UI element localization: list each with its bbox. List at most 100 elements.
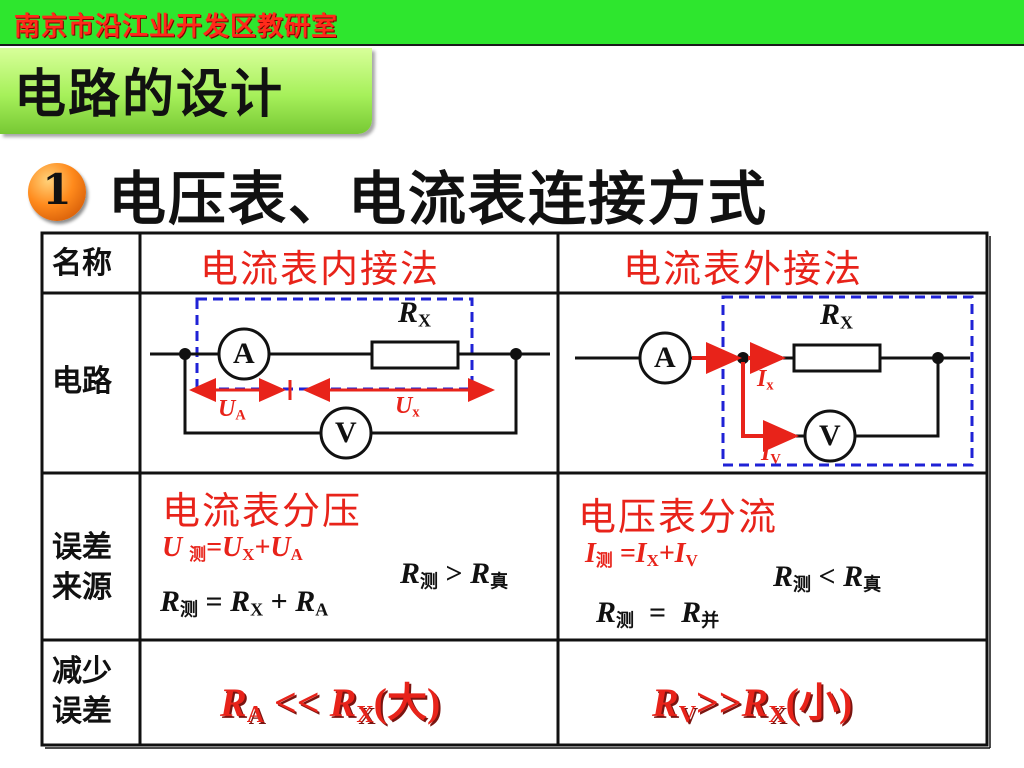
f-r-measured: 测 (180, 599, 199, 620)
o-plus: + (658, 538, 675, 569)
f-measured: 测 (189, 545, 207, 565)
inner-ammeter-label: A (233, 337, 255, 370)
outer-reduce-formula: RV>>RX(小) (652, 670, 852, 729)
outer-voltmeter-label: V (819, 419, 841, 452)
outer-iv-label: IV (761, 440, 781, 469)
or-measured: 测 (616, 610, 635, 631)
header-bar: 南京市沿江业开发区教研室 (0, 0, 1024, 44)
outer-iv-sub: V (770, 451, 781, 468)
inner-ua-label: UA (218, 396, 246, 425)
f-rx-sub: X (250, 599, 264, 620)
f-r: R (160, 585, 181, 618)
or2-note: (小) (785, 680, 853, 725)
section-title: 电压表、电流表连接方式 (108, 165, 769, 233)
inner-voltmeter (319, 406, 373, 460)
ir-r1: R (220, 680, 247, 725)
outer-resistor (792, 343, 882, 373)
oc-s1: 测 (793, 574, 812, 595)
o-ix: I (635, 538, 647, 569)
row-label-error-1: 误差 (52, 530, 112, 565)
o-iv-sub: V (685, 551, 698, 571)
c-op: > (445, 557, 463, 590)
inner-resistor-sub: X (418, 310, 432, 331)
ir-r2: R (329, 680, 357, 725)
inner-reduce-formula: RA << RX(大) (220, 670, 440, 729)
outer-ix-label: Ix (757, 366, 774, 395)
f-rx: R (230, 585, 251, 618)
inner-junction-right (510, 348, 522, 360)
row-label-reduce-2: 误差 (52, 694, 112, 729)
inner-junction-left (179, 348, 191, 360)
row-label-error-2: 来源 (52, 570, 112, 605)
oc-r2: R (843, 560, 864, 593)
inner-compare: R测 > R真 (400, 557, 508, 594)
o-eq: = (619, 538, 636, 569)
outer-voltmeter (803, 409, 857, 463)
f-ra: R (295, 585, 316, 618)
outer-ammeter (638, 331, 692, 385)
or-rp-sub: 并 (701, 610, 720, 631)
inner-voltmeter-label: V (335, 416, 357, 449)
oc-s2: 真 (863, 574, 882, 595)
outer-junction-right (932, 352, 944, 364)
or-r: R (596, 596, 617, 629)
table-border (40, 231, 989, 747)
header-divider (0, 44, 1024, 46)
outer-resistor-label: RX (820, 298, 853, 334)
outer-error-title: 电压表分流 (578, 495, 779, 539)
section-tag: 电路的设计 (0, 48, 372, 134)
o-i: I (585, 538, 596, 569)
outer-ammeter-label: A (654, 341, 676, 374)
oc-op: < (818, 560, 836, 593)
inner-resistance-formula: R测 = RX + RA (160, 585, 328, 622)
inner-ua-sub: A (235, 407, 246, 424)
f-plus: + (254, 532, 271, 563)
inner-resistor-symbol: R (398, 296, 419, 329)
outer-method-title: 电流表外接法 (623, 247, 864, 291)
outer-resistance-formula: R测 = R并 (596, 596, 719, 633)
f-r-eq: = (205, 585, 223, 618)
inner-resistor-label: RX (398, 296, 431, 332)
ir-note: (大) (373, 680, 441, 725)
f-ra-sub: A (315, 599, 329, 620)
c-s2: 真 (490, 571, 509, 592)
oc-r1: R (773, 560, 794, 593)
f-ux: U (222, 532, 243, 563)
number-badge-text: 1 (42, 165, 72, 214)
row-label-reduce-1: 减少 (52, 654, 112, 689)
section-tag-label: 电路的设计 (14, 65, 285, 125)
o-measured: 测 (595, 551, 613, 571)
c-r2: R (470, 557, 491, 590)
inner-ux-sub: x (412, 404, 420, 421)
outer-ix-symbol: I (757, 366, 767, 392)
org-name: 南京市沿江业开发区教研室 (14, 12, 339, 42)
f-ua: U (270, 532, 291, 563)
inner-voltage-formula: U 测=UX+UA (162, 532, 303, 565)
or2-s2: X (768, 702, 786, 728)
outer-current-formula: I测 =IX+IV (585, 538, 698, 571)
ir-op: << (274, 680, 320, 725)
or2-r1: R (652, 680, 679, 725)
c-s1: 测 (420, 571, 439, 592)
or2-r2: R (741, 680, 769, 725)
outer-resistor-symbol: R (820, 298, 841, 331)
f-ux-sub: X (242, 545, 255, 565)
outer-compare: R测 < R真 (773, 560, 881, 597)
f-ua-sub: A (290, 545, 303, 565)
inner-method-title: 电流表内接法 (200, 247, 441, 291)
outer-resistor-sub: X (840, 312, 854, 333)
ir-s2: X (356, 702, 374, 728)
row-label-circuit: 电路 (52, 364, 112, 399)
or-eq: = (649, 596, 667, 629)
outer-iv-symbol: I (761, 440, 771, 466)
inner-ua-symbol: U (218, 396, 236, 422)
or-rp: R (681, 596, 702, 629)
outer-ix-sub: x (766, 377, 774, 394)
inner-ux-label: Ux (395, 393, 420, 422)
o-iv: I (674, 538, 686, 569)
inner-error-title: 电流表分压 (162, 489, 363, 533)
c-r1: R (400, 557, 421, 590)
